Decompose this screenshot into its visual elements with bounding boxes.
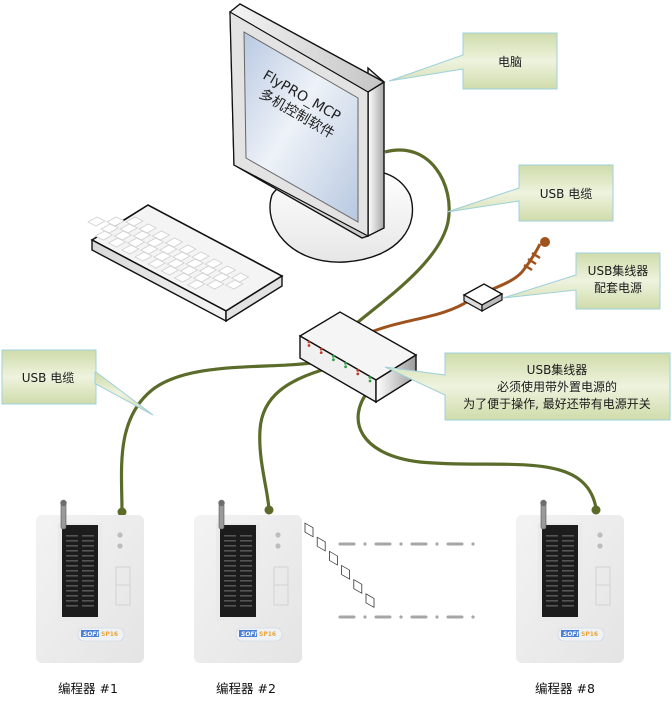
power-adapter-icon bbox=[462, 283, 504, 313]
keyboard-key bbox=[160, 265, 180, 276]
callout-usb-cable-top-text: USB 电缆 bbox=[540, 187, 592, 201]
keyboard-key bbox=[94, 230, 114, 241]
port-led bbox=[356, 369, 360, 372]
keyboard-key bbox=[87, 216, 106, 227]
usb-port bbox=[304, 522, 314, 538]
port-led bbox=[344, 365, 347, 369]
ellipsis-dot bbox=[363, 615, 367, 619]
keyboard-key bbox=[224, 279, 244, 290]
callout-hub-power-line1: USB集线器 bbox=[588, 263, 649, 278]
programmer-1-label: 编程器 #1 bbox=[58, 681, 118, 696]
callout-hub-line2: 必须使用带外置电源的 bbox=[497, 379, 617, 394]
port-led bbox=[368, 376, 372, 379]
usb-cable-programmer-1 bbox=[119, 360, 319, 513]
callout-hub: USB集线器 必须使用带外置电源的 为了便于操作, 最好还带有电源开关 bbox=[384, 352, 671, 421]
port-led bbox=[307, 344, 311, 347]
port-led bbox=[368, 379, 372, 383]
port-led bbox=[319, 351, 323, 354]
usb-port bbox=[365, 593, 375, 609]
programmer-1-icon bbox=[35, 499, 145, 664]
callout-usb-cable-left-text: USB 电缆 bbox=[22, 371, 74, 385]
power-cable bbox=[361, 243, 542, 338]
usb-connector-1 bbox=[117, 507, 127, 517]
callout-usb-cable-top: USB 电缆 bbox=[446, 164, 614, 222]
keyboard-key bbox=[147, 258, 167, 269]
keyboard-key bbox=[205, 279, 225, 290]
computer-icon: FlyPRO_MCP 多机控制软件 bbox=[229, 3, 414, 263]
callout-computer: 电脑 bbox=[388, 32, 558, 90]
keyboard-key bbox=[120, 244, 140, 255]
keyboard-key bbox=[134, 251, 153, 262]
ellipsis-dot bbox=[399, 542, 403, 546]
callout-hub-power: USB集线器 配套电源 bbox=[502, 252, 661, 310]
port-led bbox=[344, 361, 347, 365]
programmer-8-label: 编程器 #8 bbox=[535, 681, 595, 696]
callout-hub-power-line2: 配套电源 bbox=[594, 281, 642, 295]
usb-port bbox=[341, 564, 351, 580]
ellipsis-dot bbox=[471, 615, 475, 619]
port-led bbox=[332, 354, 335, 358]
keyboard-icon bbox=[87, 204, 284, 323]
ellipsis-dot bbox=[399, 615, 403, 619]
usb-cable-computer-hub bbox=[356, 148, 451, 324]
usb-port bbox=[353, 579, 363, 594]
usb-port bbox=[316, 536, 326, 552]
usb-port bbox=[328, 550, 338, 566]
monitor-screen bbox=[243, 31, 359, 223]
ellipsis-dot bbox=[471, 542, 475, 546]
ellipsis-more-programmers bbox=[338, 542, 475, 619]
usb-cable-programmer-2 bbox=[258, 368, 323, 511]
keyboard-key bbox=[186, 279, 206, 290]
usb-connector-8 bbox=[591, 505, 601, 515]
power-plug-head bbox=[540, 237, 550, 247]
keyboard-key bbox=[173, 272, 193, 283]
callout-hub-line1: USB集线器 bbox=[527, 362, 588, 377]
ellipsis-dot bbox=[435, 615, 439, 619]
port-led bbox=[332, 358, 335, 362]
usb-cable-programmer-8 bbox=[356, 389, 598, 509]
ellipsis-dot bbox=[363, 542, 367, 546]
port-led bbox=[319, 347, 323, 351]
usb-connector-2 bbox=[264, 505, 274, 515]
programmer-2-icon bbox=[193, 499, 303, 664]
callout-usb-cable-left: USB 电缆 bbox=[1, 349, 154, 416]
port-led bbox=[307, 340, 311, 344]
usb-hub-icon bbox=[298, 311, 418, 609]
ellipsis-dot bbox=[435, 542, 439, 546]
keyboard-key bbox=[107, 237, 127, 248]
port-led bbox=[356, 372, 360, 376]
callout-hub-line3: 为了便于操作, 最好还带有电源开关 bbox=[463, 396, 651, 411]
power-plug-icon bbox=[523, 251, 541, 272]
programmer-8-icon bbox=[515, 499, 625, 664]
callout-computer-text: 电脑 bbox=[498, 55, 522, 69]
programmer-2-label: 编程器 #2 bbox=[216, 681, 276, 696]
